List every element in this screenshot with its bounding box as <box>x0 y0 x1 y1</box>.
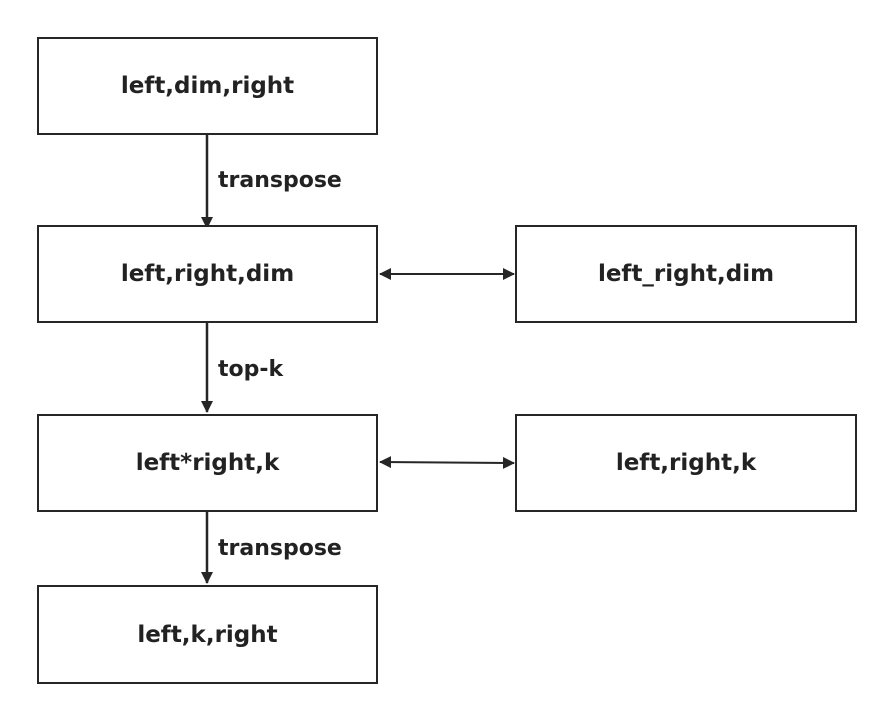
node-label: left,right,k <box>615 450 757 476</box>
node-left-dim-right: left,dim,right <box>37 37 378 135</box>
edge-label-transpose-1: transpose <box>218 168 342 193</box>
node-left-right-k: left,right,k <box>515 414 857 512</box>
node-left-right-dim: left,right,dim <box>37 225 378 323</box>
node-left-k-right: left,k,right <box>37 585 378 684</box>
node-label: left*right,k <box>135 450 280 476</box>
node-label: left_right,dim <box>597 261 775 287</box>
node-left-times-right-k: left*right,k <box>37 414 378 512</box>
edge-label-top-k: top-k <box>218 357 284 382</box>
node-label: left,dim,right <box>120 73 295 99</box>
edge-label-transpose-2: transpose <box>218 536 342 561</box>
node-label: left,right,dim <box>120 261 295 287</box>
node-left_right-dim: left_right,dim <box>515 225 857 323</box>
node-label: left,k,right <box>137 621 278 648</box>
bidirectional-arrow-n3-r2 <box>379 456 515 469</box>
